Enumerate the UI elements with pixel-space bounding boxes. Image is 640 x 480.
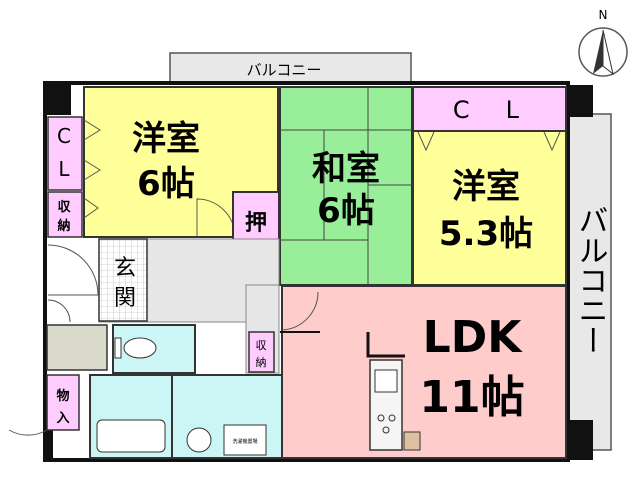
compass-ring <box>578 27 628 77</box>
room-east-western <box>412 130 567 286</box>
storage-left-line1: 収 <box>57 200 71 215</box>
room-west-name: 洋室 <box>132 119 200 159</box>
ldk-name: LDK <box>423 312 524 363</box>
entrance-door-swing <box>47 244 99 296</box>
entrance-genkan <box>98 238 148 322</box>
ldk-size: 11帖 <box>419 372 524 423</box>
closet-left <box>47 116 83 191</box>
monoire-line2: 入 <box>56 411 69 426</box>
sink-icon <box>186 427 212 453</box>
toilet-bowl-icon <box>123 337 157 359</box>
closet-top-label: C L <box>453 96 525 124</box>
storage-left <box>47 191 83 238</box>
room-japanese <box>279 86 413 286</box>
compass: N <box>578 8 628 77</box>
balcony-right-label: バルコニー <box>573 205 608 355</box>
stove-burner-icon <box>377 414 385 422</box>
compass-arrow-icon <box>593 30 603 74</box>
kitchen-sink-icon <box>374 369 398 393</box>
washer-label: 洗濯機置場 <box>232 438 257 445</box>
washer-space <box>223 424 267 456</box>
shoe-cabinet <box>46 324 108 371</box>
balcony-top-label: バルコニー <box>247 61 322 79</box>
room-japanese-size: 6帖 <box>317 191 375 231</box>
monoire-line1: 物 <box>56 388 69 404</box>
storage-mid-line2: 納 <box>256 356 267 369</box>
storage-mid-line1: 収 <box>256 339 267 352</box>
storage-monoire <box>46 374 80 431</box>
storage-mid <box>248 331 275 373</box>
entrance-line2: 関 <box>114 286 136 311</box>
room-japanese-name: 和室 <box>312 149 380 189</box>
entrance-line1: 玄 <box>114 256 136 281</box>
closet-left-line2: L <box>58 157 70 181</box>
balcony-right <box>567 113 612 451</box>
compass-north-label: N <box>599 8 608 22</box>
tatami-lines <box>280 87 412 285</box>
outer-wall <box>43 81 570 462</box>
closet-left-line1: C <box>57 124 71 148</box>
room-ldk <box>281 285 567 459</box>
room-west-size: 6帖 <box>137 164 195 204</box>
storage-left-line2: 納 <box>57 218 70 234</box>
room-east-size: 5.3帖 <box>439 214 533 254</box>
bathtub-icon <box>96 419 166 453</box>
room-east-name: 洋室 <box>452 167 520 207</box>
oshiire-line1: 押 <box>245 210 267 236</box>
